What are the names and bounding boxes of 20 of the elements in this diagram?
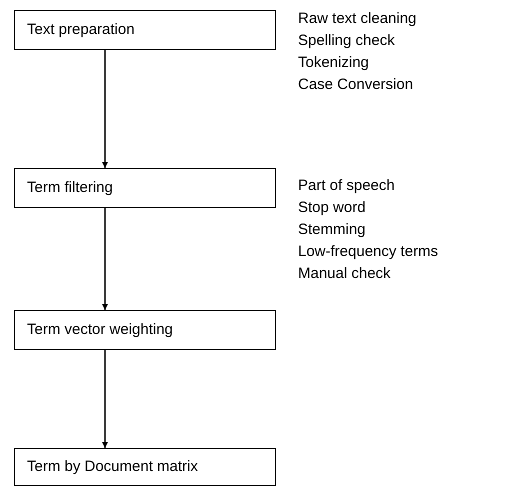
box-label: Text preparation <box>27 20 135 40</box>
step-detail: Part of speech <box>298 176 396 196</box>
box-label: Term filtering <box>27 178 113 198</box>
step-detail: Manual check <box>298 264 392 284</box>
process-box <box>14 448 276 486</box>
step-detail: Stemming <box>298 220 367 240</box>
step-detail: Spelling check <box>298 31 396 51</box>
arrow <box>102 50 108 168</box>
arrow <box>102 350 108 448</box>
step-detail: Low-frequency terms <box>298 242 438 262</box>
step-detail: Tokenizing <box>298 53 370 73</box>
step-detail: Raw text cleaning <box>298 9 416 29</box>
box-label: Term vector weighting <box>27 320 173 340</box>
box-label: Term by Document matrix <box>27 456 198 477</box>
step-detail: Stop word <box>298 198 367 218</box>
process-box <box>14 168 276 208</box>
step-detail: Case Conversion <box>298 75 414 95</box>
arrow <box>102 208 108 310</box>
process-box <box>14 310 276 350</box>
process-box <box>14 10 276 50</box>
